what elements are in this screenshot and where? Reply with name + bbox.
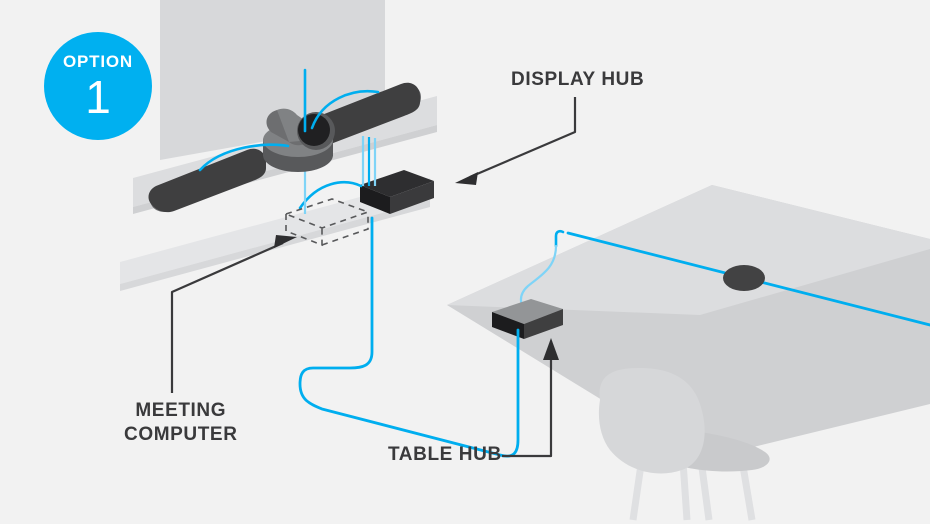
table-hub-side (524, 309, 563, 339)
table-cable-loop (554, 229, 565, 248)
cable-camera-to-soundbar-left (198, 143, 290, 172)
camera-lens (298, 114, 330, 146)
table-hub-front (492, 312, 524, 339)
chair-backrest (598, 368, 705, 474)
leader-display-hub-arrowhead (455, 172, 478, 185)
meeting-computer-side (321, 212, 369, 246)
display-hub-top (360, 170, 434, 197)
chair (598, 368, 770, 521)
option-badge-word: OPTION (63, 51, 133, 71)
option-badge-number: 1 (85, 70, 111, 123)
meeting-computer-front (285, 214, 323, 247)
lower-shelf (120, 178, 430, 284)
label-table-hub: TABLE HUB (388, 444, 502, 465)
leader-display-hub (455, 97, 577, 185)
leader-meeting-computer-line (170, 241, 284, 393)
soundbar-left-face (148, 148, 266, 213)
option-badge: OPTION 1 (44, 32, 152, 140)
leader-meeting-computer-arrowhead (274, 235, 297, 248)
meeting-computer-top (283, 198, 371, 229)
conference-table-highlight (447, 185, 930, 315)
label-display-hub: DISPLAY HUB (511, 69, 645, 90)
table-hub-top (492, 299, 563, 324)
leader-table-hub-arrowhead (543, 338, 559, 360)
cable-camera-to-soundbar-right (310, 89, 380, 130)
table-speakerphone-puck (723, 265, 765, 291)
soundbar-left (148, 148, 266, 213)
table-cable-to-hub (519, 244, 558, 308)
meeting-computer (283, 198, 371, 247)
leader-display-hub-line (469, 97, 577, 179)
display-hub (360, 170, 434, 214)
display-hub-front (360, 185, 390, 214)
leader-table-hub (502, 338, 559, 458)
display-hub-side (390, 181, 434, 214)
leader-table-hub-line (502, 360, 553, 458)
conference-camera (263, 108, 335, 172)
label-meeting-computer: MEETING COMPUTER (124, 400, 238, 445)
leader-meeting-computer (170, 235, 297, 393)
table-hub (492, 299, 563, 339)
